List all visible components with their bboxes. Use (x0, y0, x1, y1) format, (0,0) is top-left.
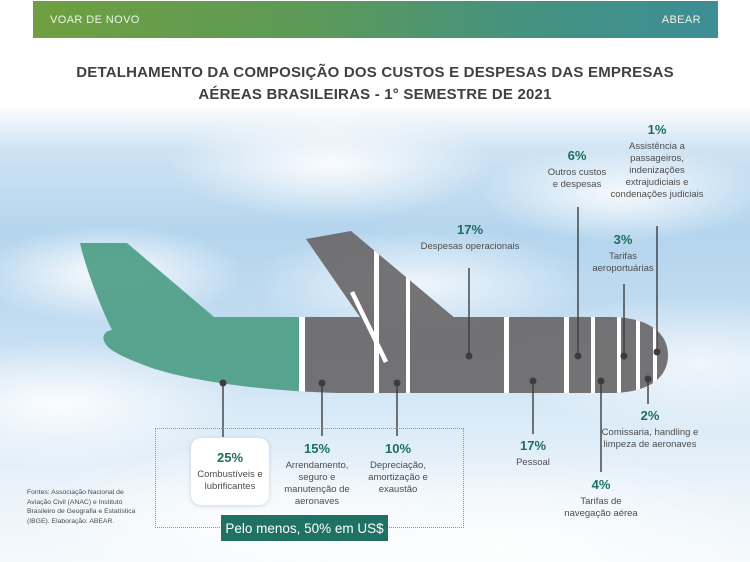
percent-value: 6% (567, 148, 587, 163)
callout-comissaria: 2% Comissaria, handling e limpeza de aer… (597, 408, 703, 451)
brand-voar-de-novo: VOAR DE NOVO (50, 13, 140, 26)
header-bar: VOAR DE NOVO ABEAR (33, 1, 718, 38)
brand-abear: ABEAR (661, 13, 701, 26)
percent-label: Tarifas aeroportuárias (592, 250, 654, 274)
callout-outros-custos: 6% Outros custos e despesas (544, 148, 610, 191)
callout-despesas-operacionais: 17% Despesas operacionais (420, 222, 520, 253)
percent-value: 15% (303, 441, 331, 456)
usd-banner: Pelo menos, 50% em US$ (221, 515, 388, 541)
percent-label: Assistência a passageiros, indenizações … (610, 140, 704, 201)
callout-pessoal: 17% Pessoal (493, 438, 573, 469)
percent-value: 10% (384, 441, 412, 456)
callout-tarifas-navegacao: 4% Tarifas de navegação aérea (561, 477, 641, 520)
percent-label: Arrendamento, seguro e manutenção de aer… (284, 459, 350, 508)
callout-combustiveis: 25% Combustíveis e lubrificantes (191, 438, 269, 505)
page-title: DETALHAMENTO DA COMPOSIÇÃO DOS CUSTOS E … (76, 64, 674, 103)
percent-value: 17% (519, 438, 547, 453)
percent-value: 3% (613, 232, 633, 247)
sources-note: Fontes: Associação Nacional de Aviação C… (27, 489, 136, 525)
percent-value: 17% (456, 222, 484, 237)
percent-label: Depreciação, amortização e exaustão (368, 459, 428, 495)
callout-tarifas-aeroportuarias: 3% Tarifas aeroportuárias (578, 232, 668, 275)
percent-label: Despesas operacionais (420, 240, 520, 252)
leader-lines (219, 207, 661, 472)
percent-value: 2% (640, 408, 660, 423)
segment-combustiveis-green (80, 231, 299, 393)
percent-label: Outros custos e despesas (547, 166, 607, 190)
callout-depreciacao: 10% Depreciação, amortização e exaustão (355, 441, 441, 496)
percent-label: Combustíveis e lubrificantes (197, 468, 263, 492)
callout-assistencia-passageiros: 1% Assistência a passageiros, indenizaçõ… (607, 122, 707, 201)
callout-arrendamento: 15% Arrendamento, seguro e manutenção de… (273, 441, 361, 508)
wing-diagonal-separator (349, 291, 389, 363)
percent-label: Comissaria, handling e limpeza de aerona… (601, 426, 699, 450)
percent-label: Pessoal (516, 456, 550, 468)
percent-label: Tarifas de navegação aérea (564, 495, 638, 519)
percent-value: 25% (216, 450, 244, 465)
percent-value: 1% (647, 122, 667, 137)
percent-value: 4% (591, 477, 611, 492)
